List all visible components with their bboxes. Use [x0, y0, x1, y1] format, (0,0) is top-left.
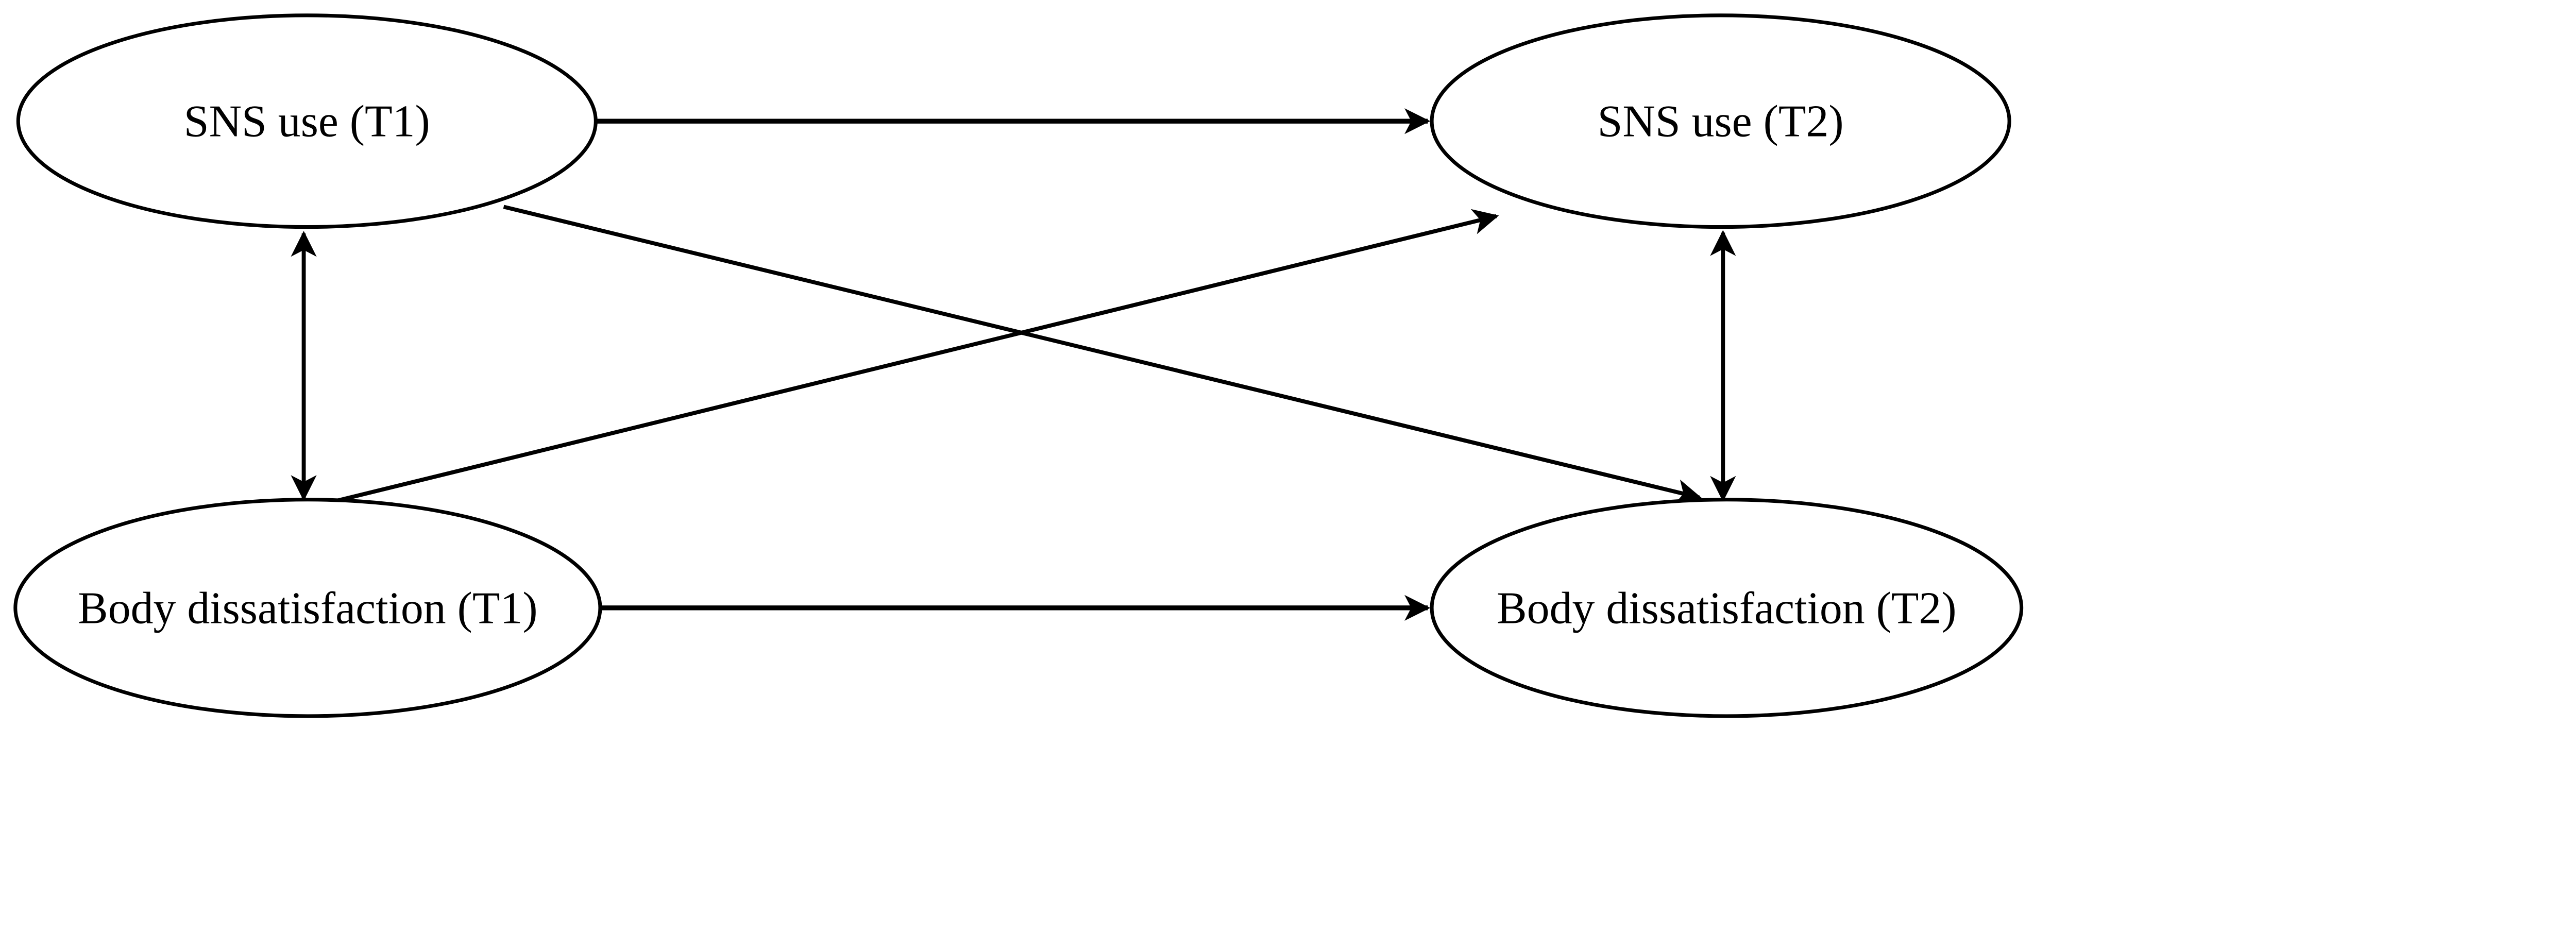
diagram-canvas: SNS use (T1) SNS use (T2) Body dissatisf… [13, 13, 2024, 718]
node-sns-t2-ellipse [1430, 13, 2011, 229]
edge-sns-t1-to-body-t2 [503, 205, 1702, 505]
node-body-t1: Body dissatisfaction (T1) [13, 498, 602, 718]
node-sns-t1: SNS use (T1) [16, 13, 598, 229]
node-body-t2-label: Body dissatisfaction (T2) [1497, 583, 1956, 633]
node-sns-t2-label: SNS use (T2) [1598, 96, 1844, 146]
node-body-t1-label: Body dissatisfaction (T1) [78, 583, 537, 633]
node-body-t2: Body dissatisfaction (T2) [1430, 498, 2024, 718]
node-sns-t1-label: SNS use (T1) [184, 96, 430, 146]
node-sns-t2: SNS use (T2) [1430, 13, 2011, 229]
node-sns-t1-ellipse [16, 13, 598, 229]
cross-lagged-panel-diagram: SNS use (T1) SNS use (T2) Body dissatisf… [13, 13, 2024, 718]
edge-body-t1-to-sns-t2 [336, 209, 1499, 503]
node-body-t2-ellipse [1430, 498, 2024, 718]
node-body-t1-ellipse [13, 498, 602, 718]
